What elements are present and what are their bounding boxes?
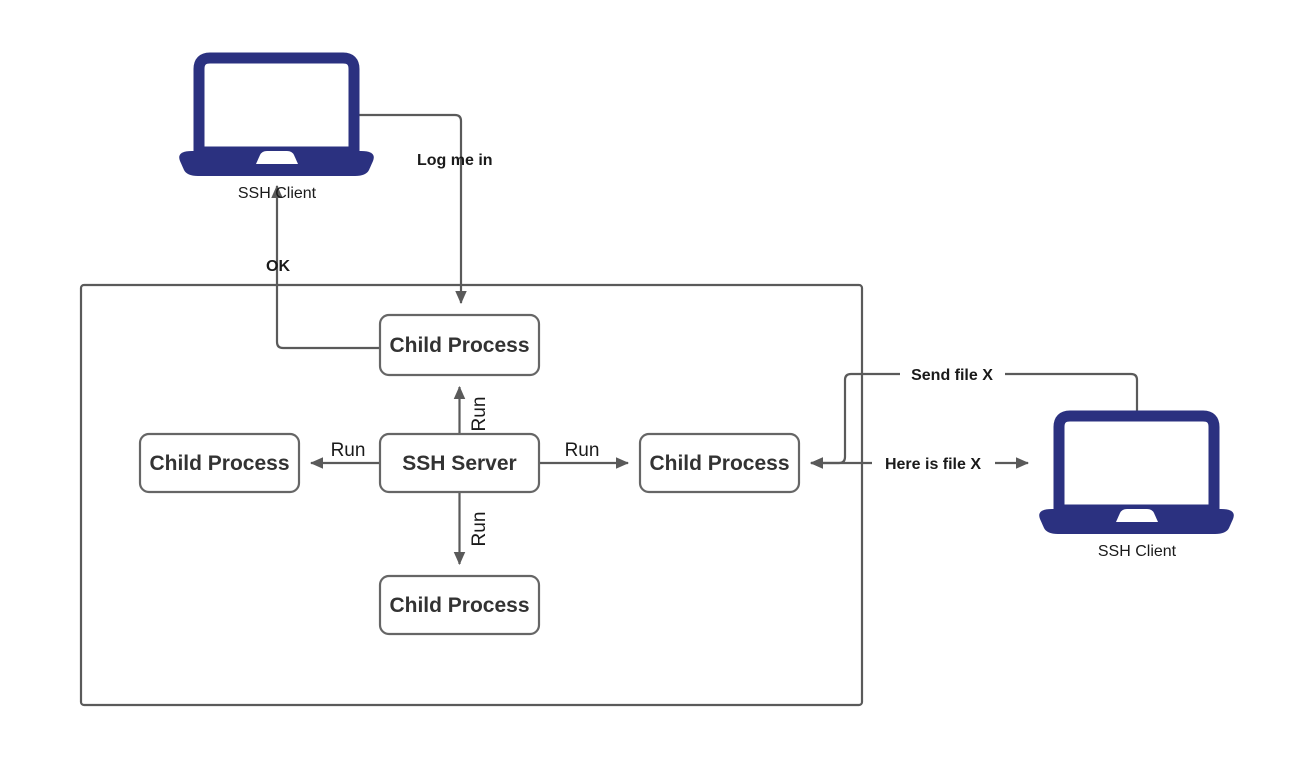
edge-here-is-file-x bbox=[809, 453, 1030, 473]
edge-log-me-in bbox=[356, 113, 467, 305]
edge-label-run-left: Run bbox=[331, 440, 366, 461]
laptop-ssh-client-right bbox=[1039, 410, 1234, 534]
node-child-process-top[interactable]: Child Process bbox=[378, 313, 541, 377]
laptop-caption-ssh-client-top: SSH Client bbox=[238, 185, 317, 202]
edge-label-run-down: Run bbox=[469, 512, 490, 547]
node-label-ssh-server: SSH Server bbox=[402, 452, 516, 475]
node-ssh-server[interactable]: SSH Server bbox=[378, 432, 541, 494]
edge-send-file-x bbox=[809, 364, 1139, 469]
node-child-process-right[interactable]: Child Process bbox=[638, 432, 801, 494]
node-child-process-left[interactable]: Child Process bbox=[138, 432, 301, 494]
edge-label-run-right: Run bbox=[565, 440, 600, 461]
node-label-child-process-bottom: Child Process bbox=[389, 594, 529, 617]
laptop-ssh-client-top bbox=[179, 52, 374, 176]
node-label-child-process-right: Child Process bbox=[649, 452, 789, 475]
laptop-caption-ssh-client-right: SSH Client bbox=[1098, 543, 1177, 560]
node-child-process-bottom[interactable]: Child Process bbox=[378, 574, 541, 636]
edge-label-ok: OK bbox=[266, 258, 290, 275]
edge-label-run-up: Run bbox=[469, 397, 490, 432]
edge-label-here-is-file-x: Here is file X bbox=[885, 456, 981, 473]
node-label-child-process-left: Child Process bbox=[149, 452, 289, 475]
edge-ok bbox=[271, 184, 380, 350]
edge-label-log-me-in: Log me in bbox=[417, 152, 493, 169]
server-host-boundary bbox=[79, 283, 864, 707]
node-label-child-process-top: Child Process bbox=[389, 334, 529, 357]
edge-label-send-file-x: Send file X bbox=[911, 367, 993, 384]
